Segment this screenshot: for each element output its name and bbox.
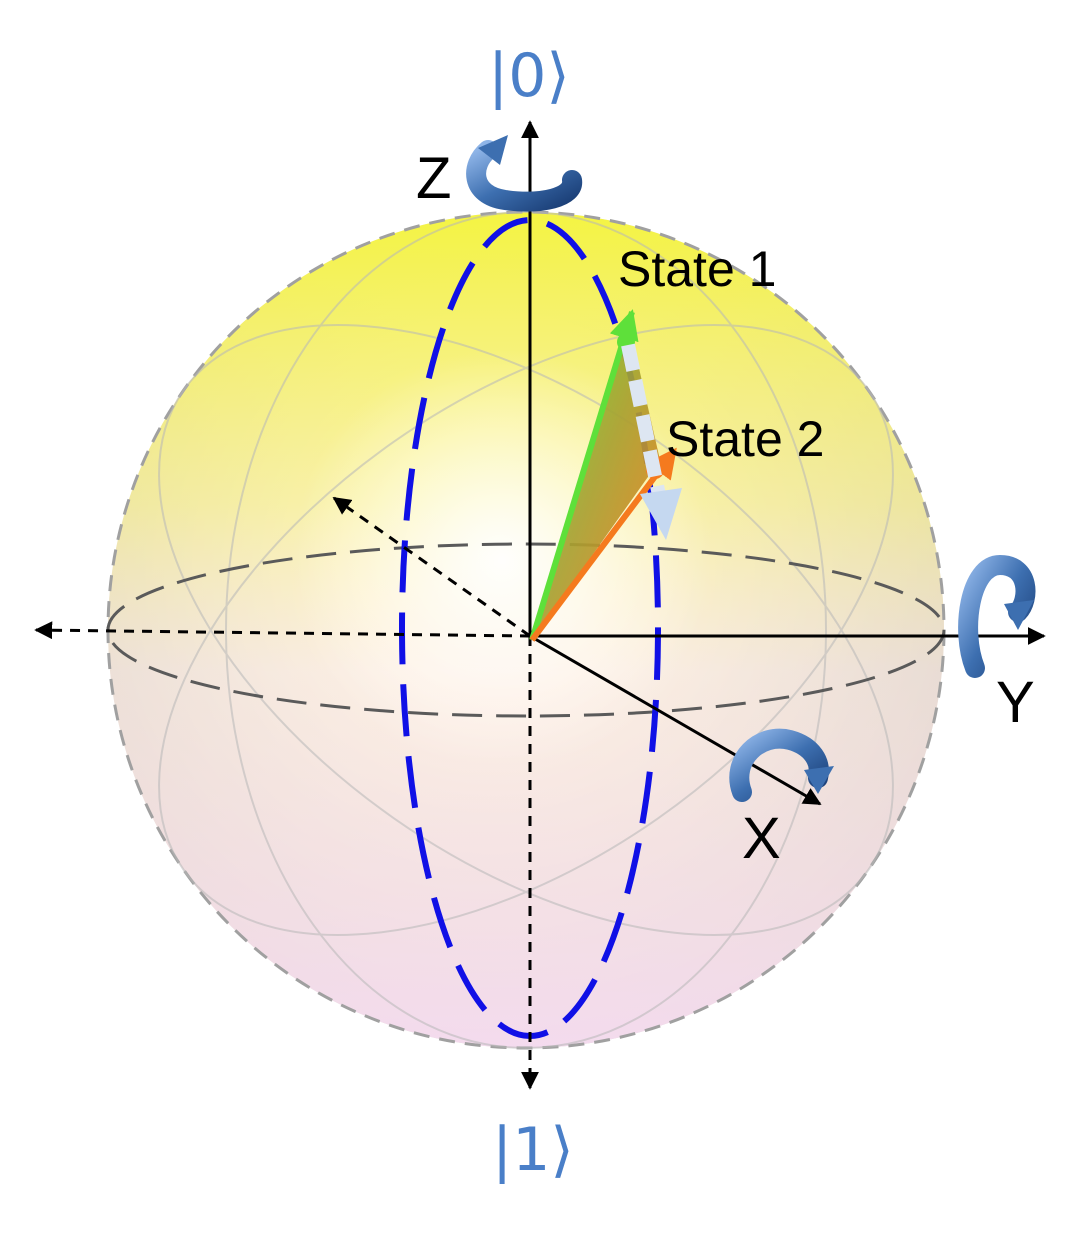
x-axis-label: X	[742, 806, 781, 871]
ket-zero-label: |0⟩	[488, 41, 570, 111]
y-rotation-arrow-icon	[958, 554, 1036, 678]
rotation-wedge	[532, 320, 660, 640]
state-1-vector	[529, 309, 639, 641]
y-axis-label: Y	[996, 670, 1035, 735]
sphere	[106, 210, 946, 1050]
axes	[34, 120, 1046, 1090]
trajectory-arrow	[621, 343, 682, 540]
sphere-grid-lines	[158, 211, 894, 1049]
z-axis-label: Z	[416, 146, 451, 211]
z-rotation-arrow-icon	[466, 135, 583, 212]
equator	[106, 542, 946, 718]
state-2-label: State 2	[666, 411, 824, 467]
x-rotation-arrow-icon	[729, 728, 834, 802]
x-axis-negative	[332, 496, 531, 638]
x-axis-positive	[529, 634, 822, 806]
state-1-label: State 1	[618, 241, 776, 297]
state-2-vector	[529, 447, 678, 642]
ket-one-label: |1⟩	[492, 1115, 574, 1185]
